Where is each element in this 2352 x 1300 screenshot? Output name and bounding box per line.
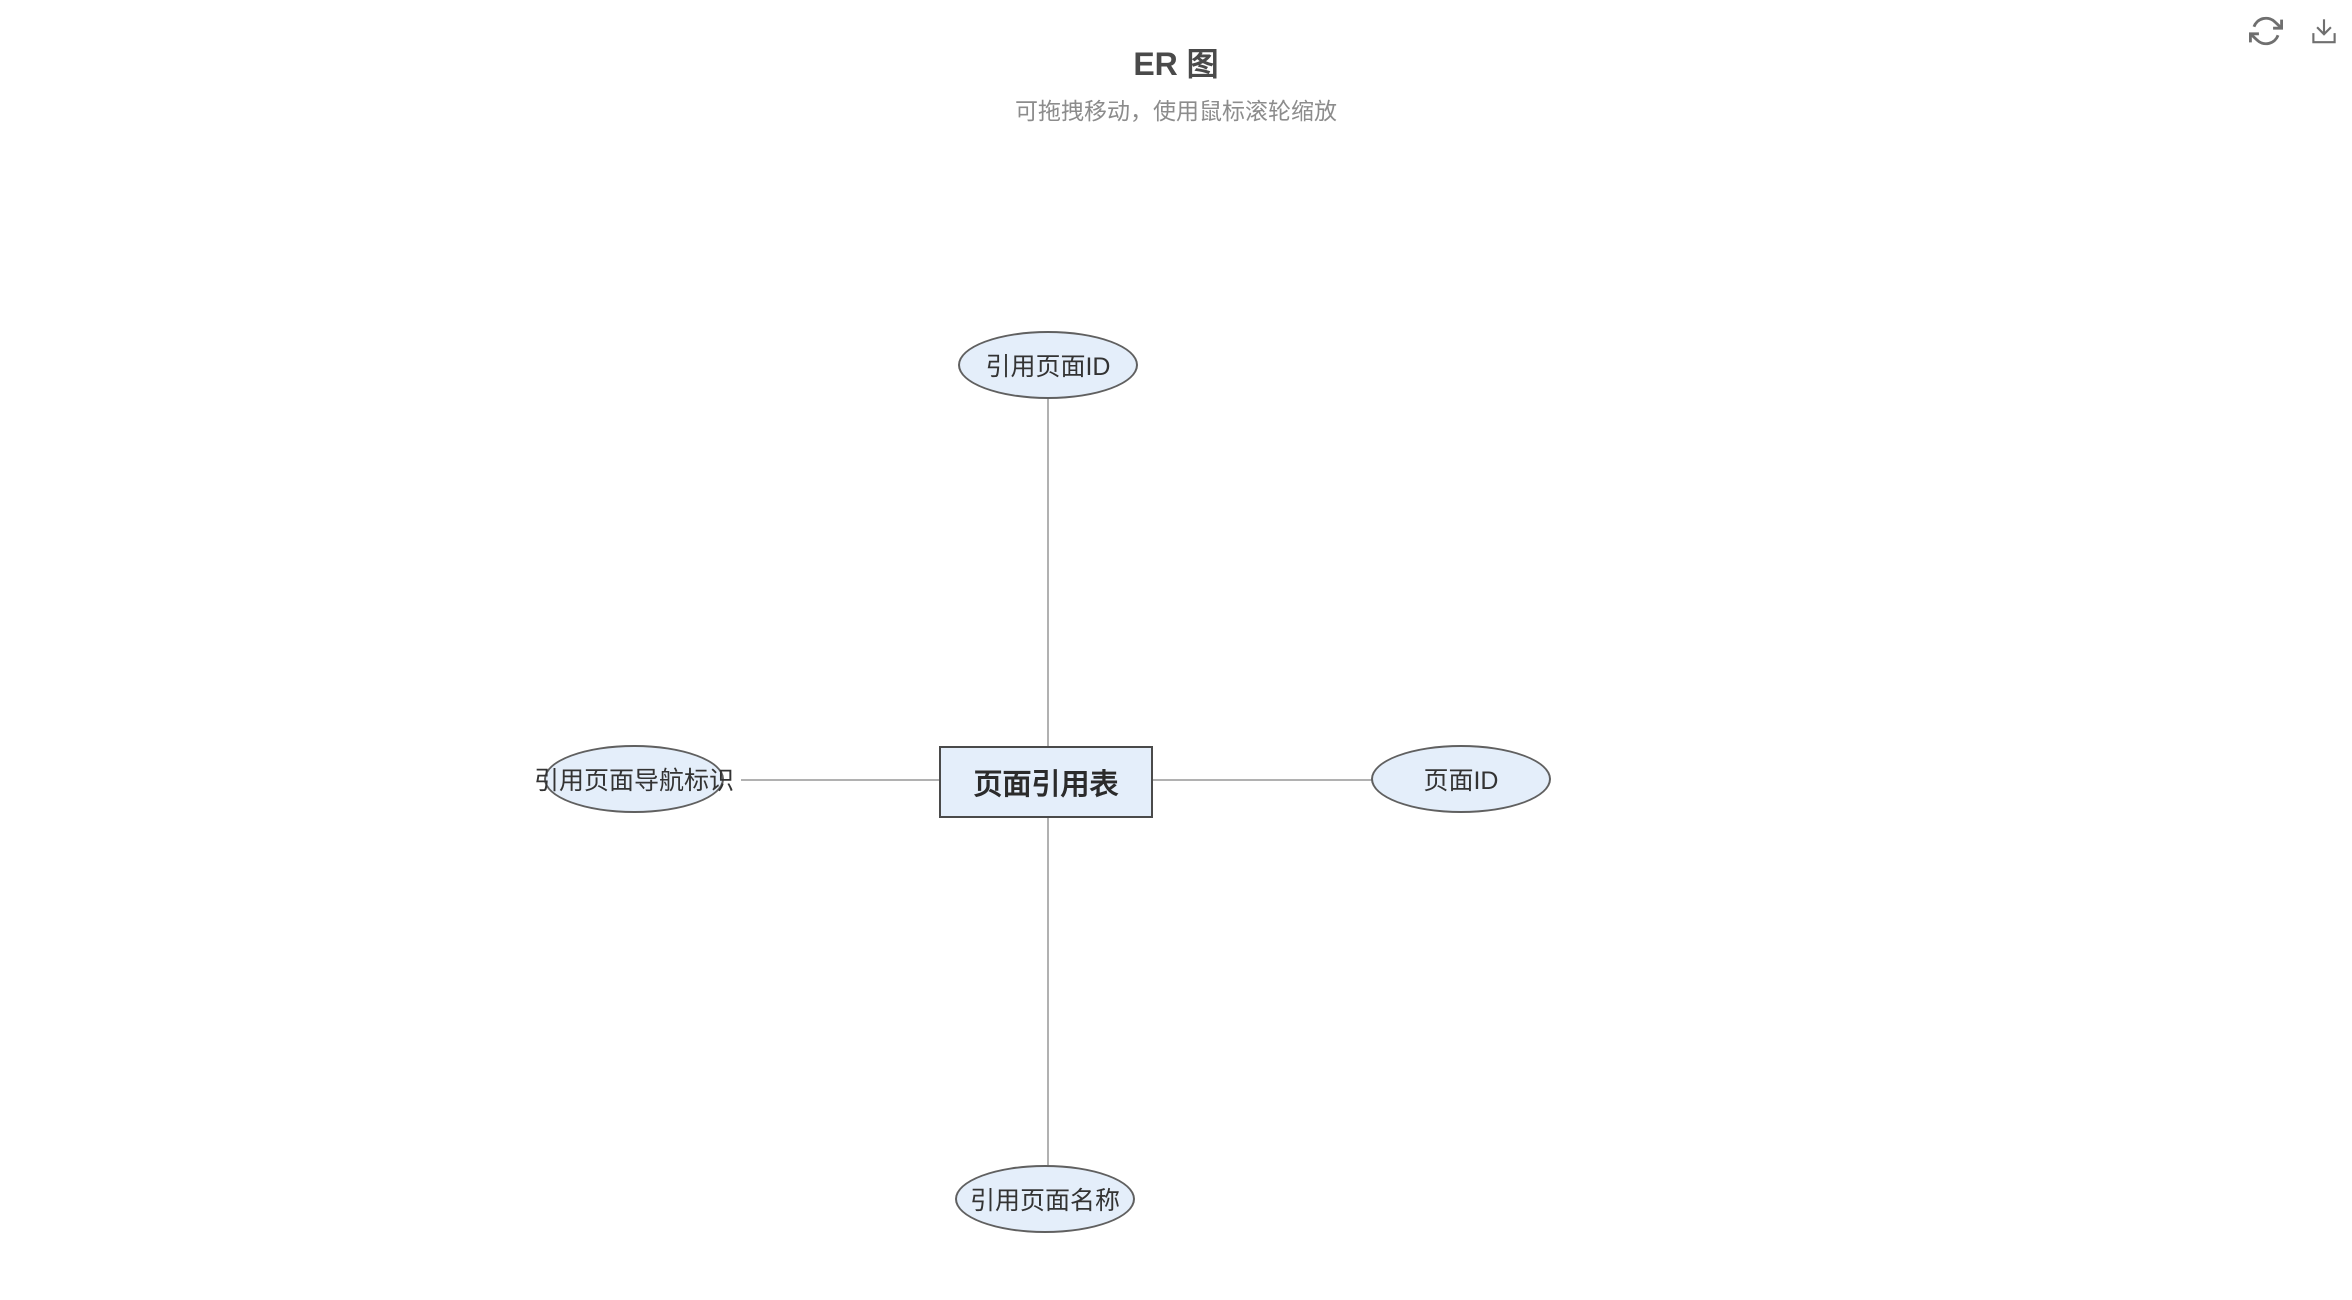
attribute-label: 页面ID <box>1423 767 1499 795</box>
attribute-node-bottom[interactable]: 引用页面名称 <box>955 1165 1135 1233</box>
attribute-node-left[interactable]: 引用页面导航标识 <box>534 745 734 813</box>
toolbar <box>2248 13 2342 49</box>
attribute-label: 引用页面ID <box>985 353 1111 381</box>
attribute-node-right[interactable]: 页面ID <box>1371 745 1551 813</box>
attribute-label: 引用页面名称 <box>969 1187 1120 1215</box>
refresh-icon <box>2249 16 2283 46</box>
attribute-node-top[interactable]: 引用页面ID <box>958 331 1138 399</box>
entity-label: 页面引用表 <box>973 769 1119 801</box>
entity-node[interactable]: 页面引用表 <box>939 746 1153 818</box>
refresh-button[interactable] <box>2248 13 2284 49</box>
download-button[interactable] <box>2306 13 2342 49</box>
attribute-label: 引用页面导航标识 <box>534 767 735 795</box>
download-icon <box>2312 19 2336 44</box>
